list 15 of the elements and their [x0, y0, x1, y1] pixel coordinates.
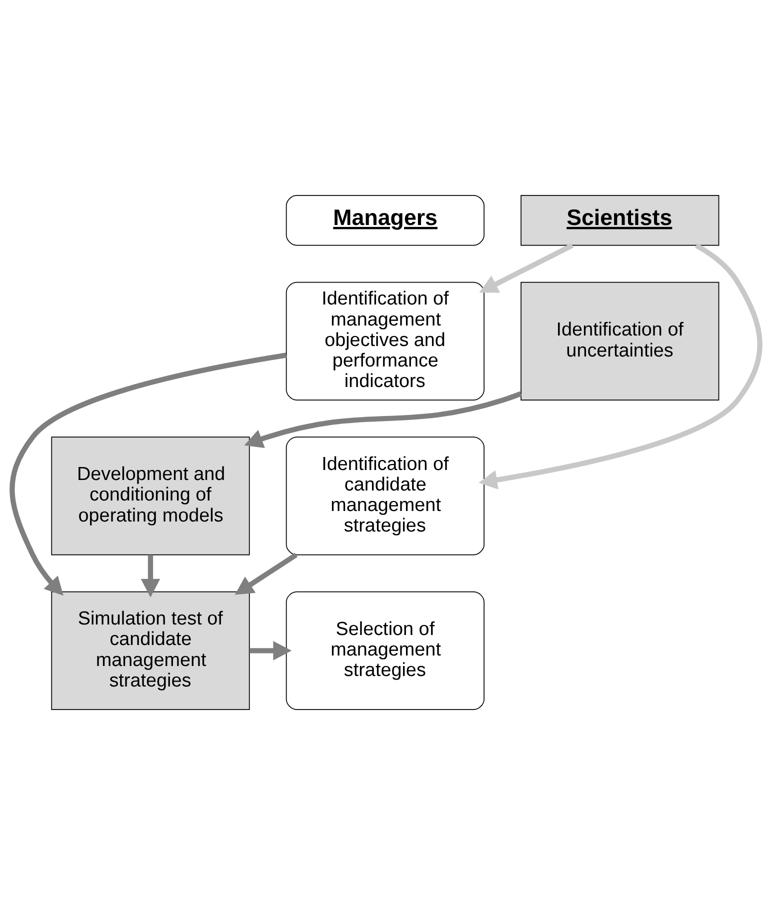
arrow	[250, 640, 292, 660]
arrow	[10, 352, 287, 596]
arrow	[479, 243, 574, 293]
arrow	[478, 243, 762, 490]
arrow	[244, 391, 522, 448]
node-box: Identification of uncertainties	[520, 282, 720, 400]
arrow	[140, 554, 160, 598]
node-box: Selection of management strategies	[286, 591, 484, 710]
node-box: Identification of candidate management strategies	[286, 436, 484, 556]
arrow	[234, 552, 298, 595]
node-box: Identification of management objectives and performance indicators	[286, 282, 484, 400]
node-box: Development and conditioning of operating models	[51, 436, 250, 556]
node-box: Simulation test of candidate management strategies	[51, 591, 250, 710]
node-box: Scientists	[520, 195, 720, 246]
node-box: Managers	[286, 195, 484, 246]
